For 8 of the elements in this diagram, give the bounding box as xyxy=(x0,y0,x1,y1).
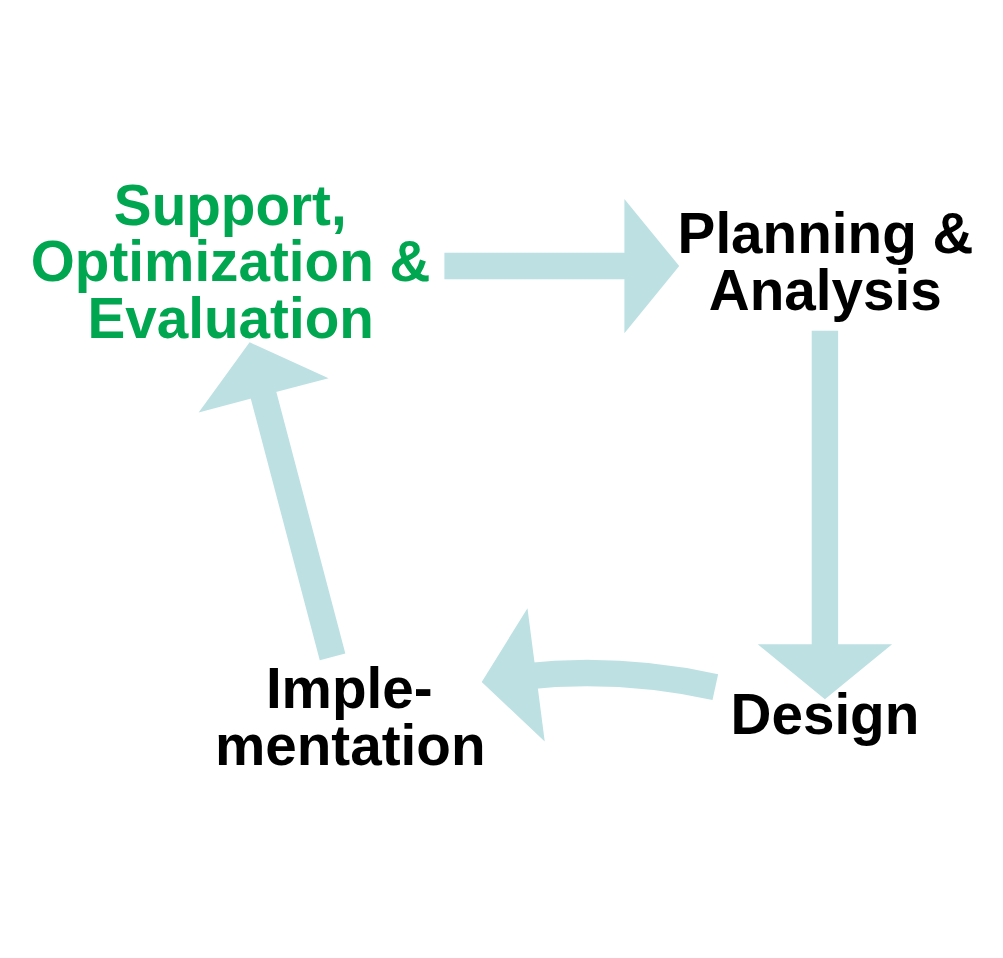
arrow xyxy=(481,607,718,741)
arrow xyxy=(198,341,346,660)
arrow xyxy=(444,198,680,333)
node-text: Support, Optimization & Evaluation xyxy=(30,173,431,350)
node-text: Imple- mentation xyxy=(214,656,486,777)
node-text: Planning & Analysis xyxy=(677,201,974,322)
node-text: Design xyxy=(730,682,920,746)
arrow xyxy=(757,330,893,699)
